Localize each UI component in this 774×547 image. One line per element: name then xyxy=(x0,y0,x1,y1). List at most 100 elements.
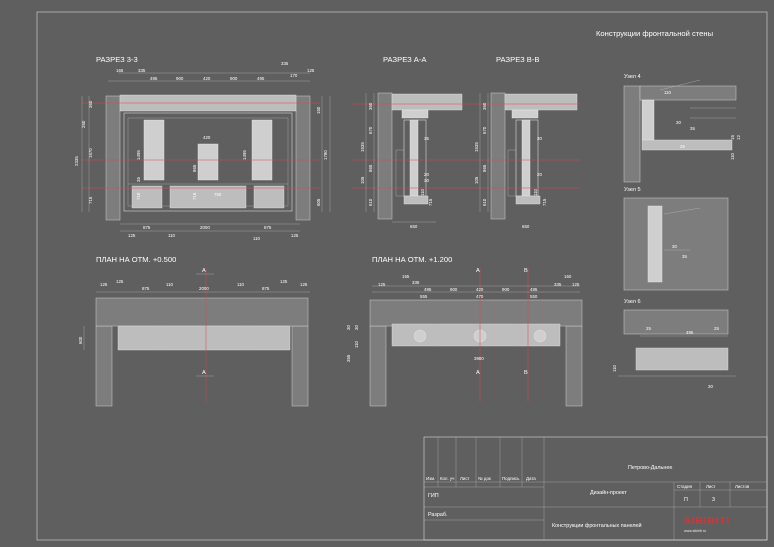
dim: 35 xyxy=(136,177,141,182)
dim: 495 xyxy=(150,76,158,81)
node-4: Узел 4 110 30 35 15 12 110 25 xyxy=(623,74,741,183)
section-3-3-title: РАЗРЕЗ 3-3 xyxy=(96,55,138,64)
col-header: Лист xyxy=(460,476,470,481)
plan-1200: ПЛАН НА ОТМ. +1.200 А В А В 165 335 160 … xyxy=(346,255,583,407)
dim: 105 xyxy=(360,176,365,184)
dim: 105 xyxy=(474,176,479,184)
dim: 110 xyxy=(730,152,735,160)
dim: 125 xyxy=(128,233,136,238)
dim: 125 xyxy=(307,68,315,73)
col-header: Подпись xyxy=(502,476,520,481)
dim: 715 xyxy=(542,198,547,206)
dim: 1570 xyxy=(88,148,93,158)
sheet-header: Лист xyxy=(706,484,716,489)
dim: 360 xyxy=(482,102,487,110)
dim: 2335 xyxy=(74,156,79,166)
plan-500: ПЛАН НА ОТМ. +0.500 А А 125 125 875 110 … xyxy=(78,255,310,407)
design-label: Дизайн-проект xyxy=(590,489,627,496)
dim: 710 xyxy=(136,192,141,200)
dim: 250 xyxy=(81,120,86,128)
dim: 335 xyxy=(554,282,562,287)
bottom-center-block xyxy=(169,185,247,209)
dim: 25 xyxy=(714,326,719,331)
company-url: www.sibiriti.ru xyxy=(684,529,706,533)
dim: 420 xyxy=(203,135,211,140)
dim: 715 xyxy=(88,196,93,204)
dim: 110 xyxy=(354,340,359,348)
dim: 150 xyxy=(316,106,321,114)
cut-label: А xyxy=(476,268,480,274)
dim: 335 xyxy=(138,68,146,73)
dim: 30 xyxy=(424,178,429,183)
dim: 610 xyxy=(368,198,373,206)
dim: 110 xyxy=(533,188,538,196)
dim: 865 xyxy=(368,164,373,172)
node-5-title: Узел 5 xyxy=(624,187,641,193)
dim: 30 xyxy=(346,325,351,330)
dim: 125 xyxy=(100,282,108,287)
dim: 125 xyxy=(116,279,124,284)
dim: 125 xyxy=(291,233,299,238)
bottom-left-block xyxy=(131,185,163,209)
title-block: Изм. Кол. уч Лист № док Подпись Дата ГИП… xyxy=(423,436,768,541)
dim: 2000 xyxy=(200,225,210,230)
dim: 110 xyxy=(166,282,174,287)
dim: 600 xyxy=(78,336,83,344)
dim: 470 xyxy=(476,294,484,299)
dim: 110 xyxy=(168,233,176,238)
dim: 650 xyxy=(410,224,418,229)
section-a-a: РАЗРЕЗ А-А 360 670 1535 865 105 610 715 … xyxy=(352,55,470,229)
role-gip: ГИП xyxy=(428,493,439,499)
dim: 670 xyxy=(482,126,487,134)
dim: 12 xyxy=(736,135,741,140)
dim: 20 xyxy=(537,172,542,177)
dim: 1535 xyxy=(360,142,365,152)
node-5: Узел 5 30 35 xyxy=(623,187,729,291)
dim: 3980 xyxy=(474,356,484,361)
dim: 875 xyxy=(142,286,150,291)
dim: 110 xyxy=(664,90,672,95)
dim: 865 xyxy=(192,164,197,172)
dim: 30 xyxy=(708,384,713,389)
dim: 20 xyxy=(424,172,429,177)
plan-1200-title: ПЛАН НА ОТМ. +1.200 xyxy=(372,255,452,264)
col-header: Кол. уч xyxy=(440,476,454,481)
cut-label: В xyxy=(524,370,528,376)
right-panel xyxy=(251,119,273,181)
dim: 495 xyxy=(424,287,432,292)
section-a-a-title: РАЗРЕЗ А-А xyxy=(383,55,427,64)
dim: 165 xyxy=(116,68,124,73)
dim: 25 xyxy=(680,144,685,149)
dim: 1495 xyxy=(242,150,247,160)
opening-frame xyxy=(123,112,293,212)
dim: 875 xyxy=(143,225,151,230)
dim: 360 xyxy=(368,102,373,110)
dim: 110 xyxy=(612,364,617,372)
dim: 1780 xyxy=(323,150,328,160)
dim: 650 xyxy=(522,224,530,229)
dim: 30 xyxy=(676,120,681,125)
dim: 25 xyxy=(646,326,651,331)
plan-500-title: ПЛАН НА ОТМ. +0.500 xyxy=(96,255,176,264)
col-header: № док xyxy=(478,476,491,481)
role-developer: Разраб. xyxy=(428,512,447,518)
dim: 335 xyxy=(281,61,289,66)
col-header: Изм. xyxy=(426,476,435,481)
right-wall xyxy=(295,95,311,221)
dim: 110 xyxy=(253,236,261,241)
dim: 1535 xyxy=(474,142,479,152)
sheet-frame xyxy=(36,11,768,541)
sheet-title: Конструкции фронтальной стены xyxy=(596,29,713,38)
dim: 900 xyxy=(502,287,510,292)
node-4-title: Узел 4 xyxy=(624,74,641,80)
dim: 15 xyxy=(730,135,735,140)
sheet-value: 3 xyxy=(712,497,715,503)
bottom-right-block xyxy=(253,185,285,209)
dim: 335 xyxy=(412,280,420,285)
dim: 495 xyxy=(530,287,538,292)
left-wall xyxy=(105,95,121,221)
dim: 30 xyxy=(537,136,542,141)
dim: 875 xyxy=(262,286,270,291)
stage-value: П xyxy=(684,497,688,503)
